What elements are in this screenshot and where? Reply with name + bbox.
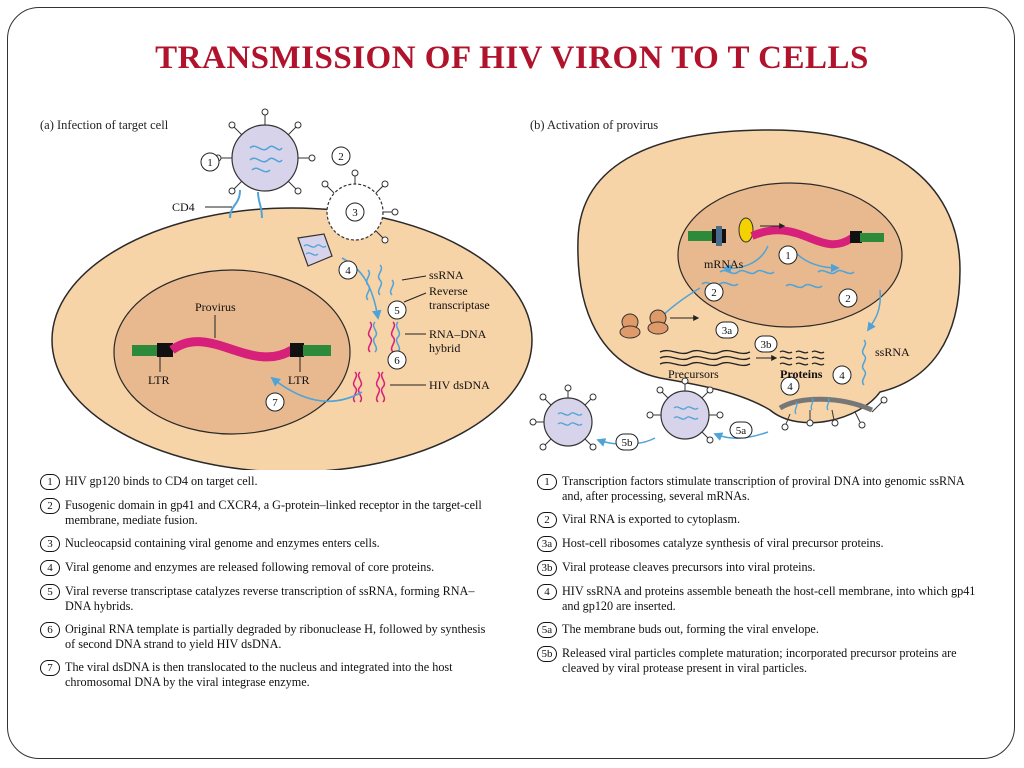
legend-a-badge: 1 <box>40 474 60 490</box>
legend-b-text: The membrane buds out, forming the viral… <box>562 622 819 636</box>
legend-a-badge: 7 <box>40 660 60 676</box>
legend-a-text: Nucleocapsid containing viral genome and… <box>65 536 380 550</box>
legend-a-text: Original RNA template is partially degra… <box>65 622 486 651</box>
nucleocapsid <box>297 233 333 267</box>
integration-arrow <box>270 376 363 403</box>
mrnas-label: mRNAs <box>704 257 744 271</box>
transcriptase-label: transcriptase <box>429 298 490 312</box>
legend-a-text: Viral genome and enzymes are released fo… <box>65 560 435 574</box>
legend-a-text: HIV gp120 binds to CD4 on target cell. <box>65 474 258 488</box>
svg-text:3: 3 <box>352 207 358 219</box>
precursor-proteins <box>659 349 751 367</box>
legend-a-item-4: 4 Viral genome and enzymes are released f… <box>40 560 490 576</box>
legend-b-text: Viral RNA is exported to cytoplasm. <box>562 512 740 526</box>
panel-b-diagram: 1 2 2 3a 3b 4 4 5a 5b mRNAs Precursors P… <box>529 129 961 451</box>
step-numbers-a: 1 2 3 4 5 6 7 <box>207 151 400 409</box>
legend-a-item-1: 1 HIV gp120 binds to CD4 on target cell. <box>40 474 490 490</box>
legend-b-item-5: 4 HIV ssRNA and proteins assemble beneath… <box>537 584 977 614</box>
provirus-dna <box>132 337 331 362</box>
provirus-dna-b <box>688 217 884 249</box>
legend-b-badge: 5b <box>537 646 557 662</box>
ltr-left-label: LTR <box>148 373 170 387</box>
hiv-virion-1 <box>214 108 316 219</box>
step-numbers-b: 1 2 2 3a 3b 4 4 5a 5b <box>622 250 851 449</box>
panel-a-diagram: 1 2 3 4 5 6 7 CD4 Provirus LTR LTR ssRNA… <box>51 108 533 470</box>
legend-b-text: Released viral particles complete matura… <box>562 646 957 675</box>
legend-b-item-3: 3a Host-cell ribosomes catalyze synthesis… <box>537 536 977 552</box>
svg-text:3b: 3b <box>761 339 773 351</box>
ribosomes <box>619 309 669 339</box>
panel-a-label: (a) Infection of target cell <box>40 118 169 132</box>
ssrna-label-a: ssRNA <box>429 268 464 282</box>
legend-a-badge: 3 <box>40 536 60 552</box>
slide-title: TRANSMISSION OF HIV VIRON TO T CELLS <box>155 40 869 76</box>
hybrid-label: hybrid <box>429 341 460 355</box>
legend-a-badge: 4 <box>40 560 60 576</box>
legend-b-item-4: 3b Viral protease cleaves precursors into… <box>537 560 977 576</box>
legend-b-badge: 1 <box>537 474 557 490</box>
legend-b-text: HIV ssRNA and proteins assemble beneath … <box>562 584 976 613</box>
legend-a-item-7: 7 The viral dsDNA is then translocated to… <box>40 660 490 690</box>
legend-b-item-7: 5b Released viral particles complete matu… <box>537 646 977 676</box>
ssrna-label-b: ssRNA <box>875 345 910 359</box>
legend-a-badge: 2 <box>40 498 60 514</box>
proteins-label: Proteins <box>780 367 823 381</box>
legend-b-badge: 5a <box>537 622 557 638</box>
hiv-dsdna <box>352 371 386 403</box>
svg-text:1: 1 <box>207 157 213 169</box>
legend-b: 1 Transcription factors stimulate transcr… <box>537 474 977 684</box>
hiv-diagram: 1 2 3 4 5 6 7 CD4 Provirus LTR LTR ssRNA… <box>51 108 961 470</box>
rna-dna-label: RNA–DNA <box>429 327 487 341</box>
legend-b-item-2: 2 Viral RNA is exported to cytoplasm. <box>537 512 977 528</box>
budding-virion-5a <box>646 377 724 444</box>
budding-site <box>778 396 888 431</box>
legend-b-badge: 2 <box>537 512 557 528</box>
legend-b-item-1: 1 Transcription factors stimulate transcr… <box>537 474 977 504</box>
legend-a-item-6: 6 Original RNA template is partially degr… <box>40 622 490 652</box>
legend-a-item-2: 2 Fusogenic domain in gp41 and CXCR4, a G… <box>40 498 490 528</box>
svg-text:2: 2 <box>845 293 851 305</box>
step-badges-b <box>615 245 858 451</box>
svg-text:4: 4 <box>839 370 845 382</box>
rna-dna-hybrid <box>367 321 401 353</box>
legend-a-item-5: 5 Viral reverse transcriptase catalyzes r… <box>40 584 490 614</box>
svg-text:5: 5 <box>394 305 400 317</box>
legend-a-badge: 5 <box>40 584 60 600</box>
legend-b-item-6: 5a The membrane buds out, forming the vir… <box>537 622 977 638</box>
legend-b-badge: 3b <box>537 560 557 576</box>
legend-a-item-3: 3 Nucleocapsid containing viral genome an… <box>40 536 490 552</box>
ltr-right-label: LTR <box>288 373 310 387</box>
provirus-label: Provirus <box>195 300 236 314</box>
hiv-dsdna-label: HIV dsDNA <box>429 378 490 392</box>
svg-text:2: 2 <box>338 151 344 163</box>
legend-b-text: Host-cell ribosomes catalyze synthesis o… <box>562 536 884 550</box>
reverse-label: Reverse <box>429 284 468 298</box>
svg-text:4: 4 <box>345 265 351 277</box>
legend-a-text: Fusogenic domain in gp41 and CXCR4, a G-… <box>65 498 482 527</box>
svg-text:7: 7 <box>272 397 278 409</box>
svg-text:1: 1 <box>785 250 791 262</box>
cd4-label: CD4 <box>172 200 195 214</box>
legend-b-badge: 3a <box>537 536 557 552</box>
legend-a-text: Viral reverse transcriptase catalyzes re… <box>65 584 475 613</box>
slide-frame <box>7 7 1015 759</box>
svg-text:4: 4 <box>787 381 793 393</box>
legend-a-text: The viral dsDNA is then translocated to … <box>65 660 453 689</box>
svg-text:5a: 5a <box>736 425 747 437</box>
svg-text:3a: 3a <box>722 325 733 337</box>
ssrna-b <box>861 339 867 386</box>
legend-a-badge: 6 <box>40 622 60 638</box>
svg-text:2: 2 <box>711 287 717 299</box>
legend-b-text: Viral protease cleaves precursors into v… <box>562 560 816 574</box>
precursors-label: Precursors <box>668 367 719 381</box>
proteins <box>779 350 825 366</box>
panel-b-label: (b) Activation of provirus <box>530 118 659 132</box>
mature-virion-5b <box>529 384 597 451</box>
svg-text:5b: 5b <box>622 437 634 449</box>
svg-text:6: 6 <box>394 355 400 367</box>
legend-b-badge: 4 <box>537 584 557 600</box>
step-badges-a <box>200 146 407 412</box>
legend-b-text: Transcription factors stimulate transcri… <box>562 474 965 503</box>
